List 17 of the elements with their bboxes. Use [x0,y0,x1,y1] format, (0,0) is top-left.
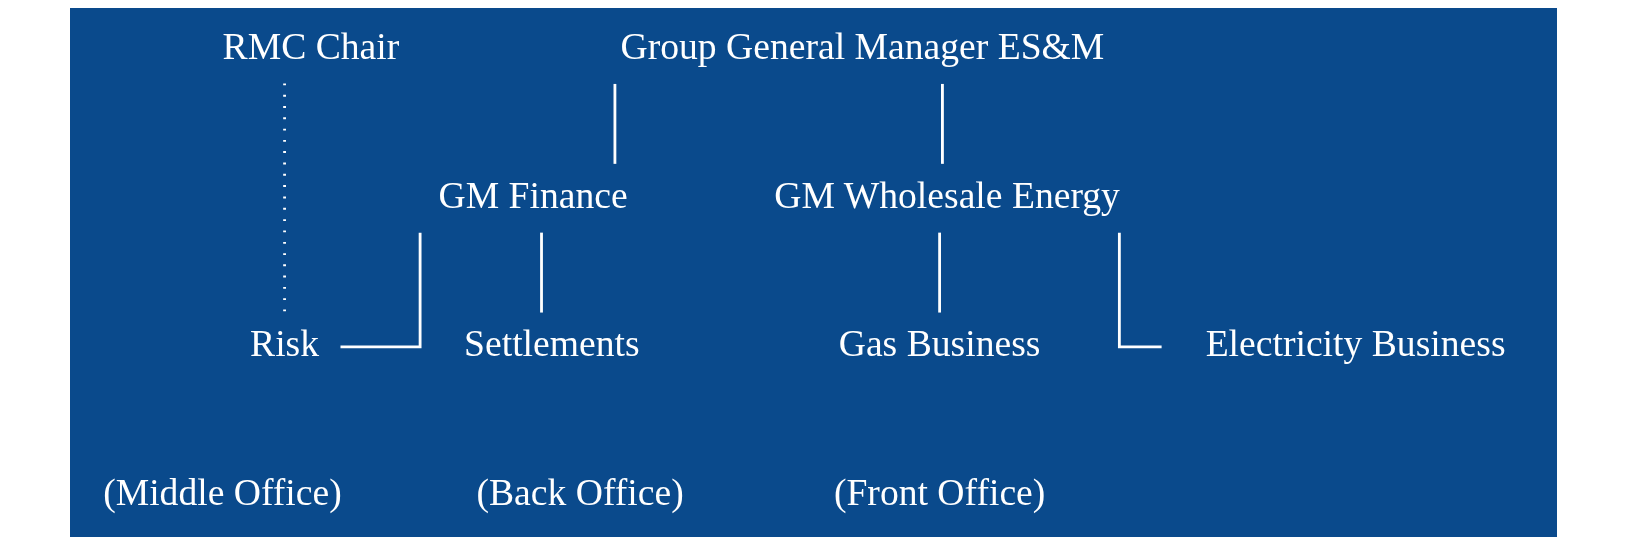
node-text: Group General Manager ES&M [620,24,1105,67]
connector [540,232,543,313]
connector [613,83,617,164]
node-text: Risk [250,322,320,365]
label: (Back Office) [476,470,684,513]
node-text: RMC Chair [222,24,400,67]
node-text: GM Wholesale Energy [774,173,1120,216]
node-text: Settlements [464,322,640,365]
node-text: Electricity Business [1205,322,1506,365]
connector [1117,232,1162,349]
node-text: Gas Business [838,322,1041,365]
connector [941,83,944,164]
connector [938,232,941,313]
label: (Middle Office) [103,470,342,513]
label: (Front Office) [833,470,1046,513]
connector [340,232,422,349]
node-text: GM Finance [438,173,628,216]
